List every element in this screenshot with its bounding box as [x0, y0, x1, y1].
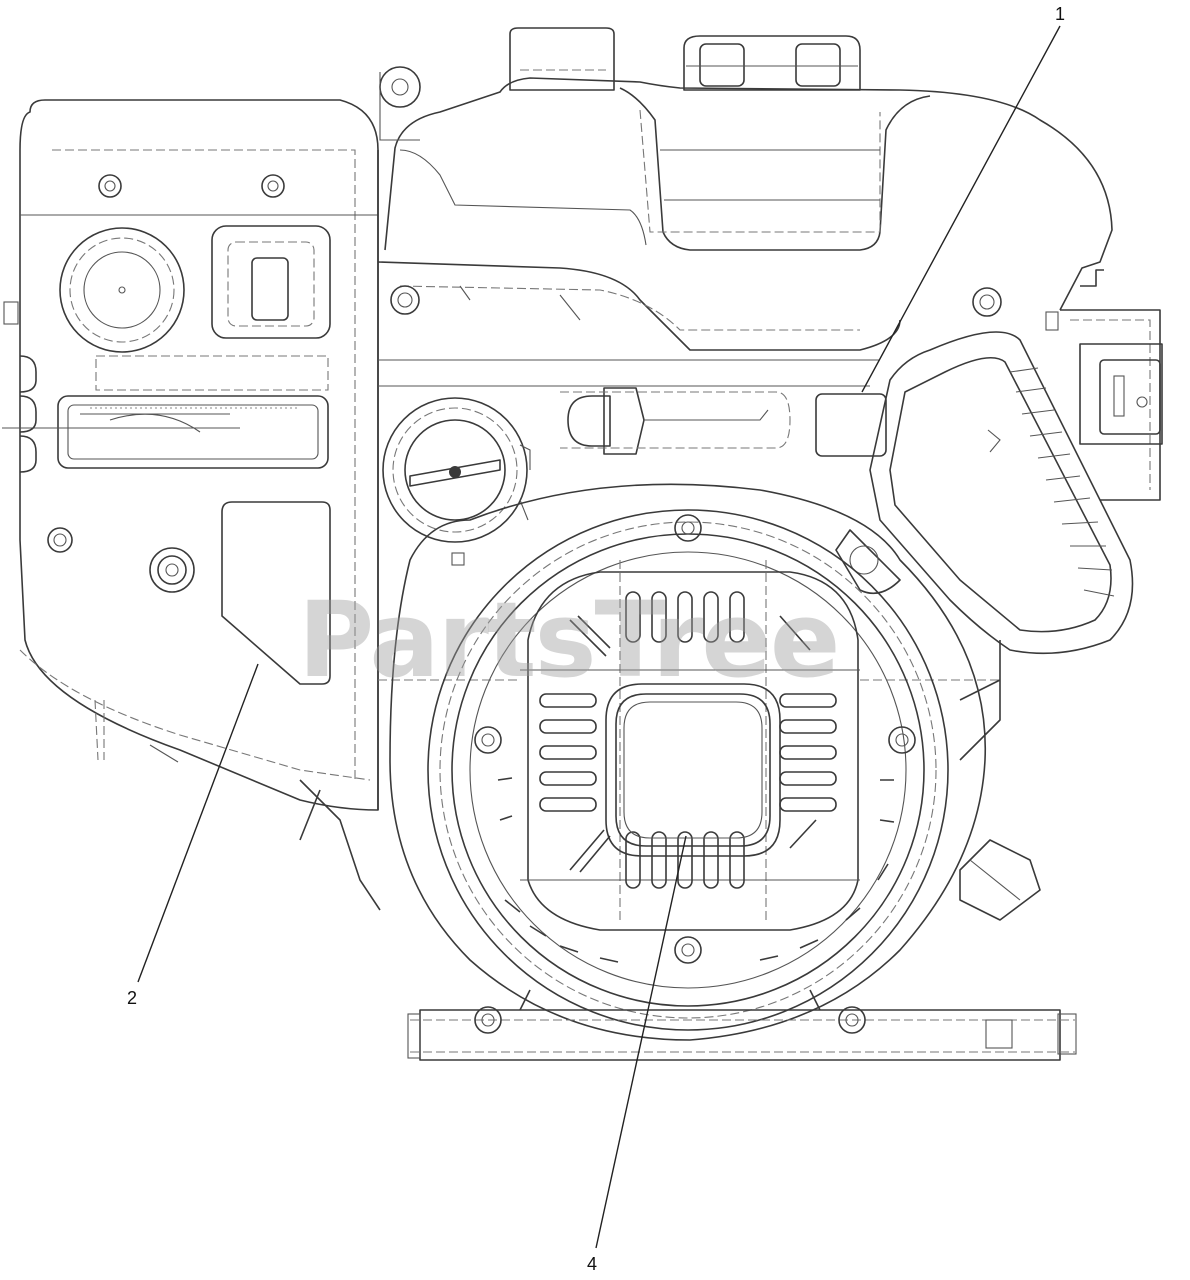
- spark-plug: [959, 839, 1041, 921]
- bolt: [390, 285, 420, 315]
- recoil-grille: [520, 560, 860, 931]
- guard-ribs: [1009, 367, 1115, 597]
- oil-fill-cap: [382, 397, 531, 566]
- callout-1: 1: [861, 4, 1065, 393]
- bolt: [972, 287, 1002, 317]
- bolt: [261, 174, 285, 198]
- fuel-shutoff-valve: [560, 387, 791, 455]
- bolt: [674, 514, 702, 542]
- vent-slots: [497, 777, 895, 963]
- engine-block: [377, 150, 1000, 810]
- throttle-slot: [2, 395, 329, 469]
- callout-2: 2: [127, 663, 259, 1008]
- callout-4-label: 4: [587, 1254, 597, 1274]
- choke-knob: [59, 227, 185, 353]
- bolt: [474, 1006, 502, 1034]
- watermark-text: PartsTree: [298, 579, 838, 701]
- control-panel: [2, 99, 379, 811]
- bolt: [98, 174, 122, 198]
- bolt: [838, 1006, 866, 1034]
- engine-base: [407, 989, 1077, 1061]
- bolt: [674, 936, 702, 964]
- bolt: [149, 547, 195, 593]
- recoil-housing: [299, 483, 1041, 1041]
- callout-1-label: 1: [1055, 4, 1065, 24]
- key-switch: [211, 225, 331, 339]
- bolt: [888, 726, 916, 754]
- fuel-cap: [683, 35, 861, 91]
- callout-4: 4: [587, 835, 687, 1274]
- bolt: [47, 527, 73, 553]
- electric-outlet: [1079, 343, 1163, 445]
- muffler-guard: [835, 309, 1163, 761]
- callout-2-label: 2: [127, 988, 137, 1008]
- bolt: [474, 726, 502, 754]
- fuel-tank: [377, 27, 1113, 351]
